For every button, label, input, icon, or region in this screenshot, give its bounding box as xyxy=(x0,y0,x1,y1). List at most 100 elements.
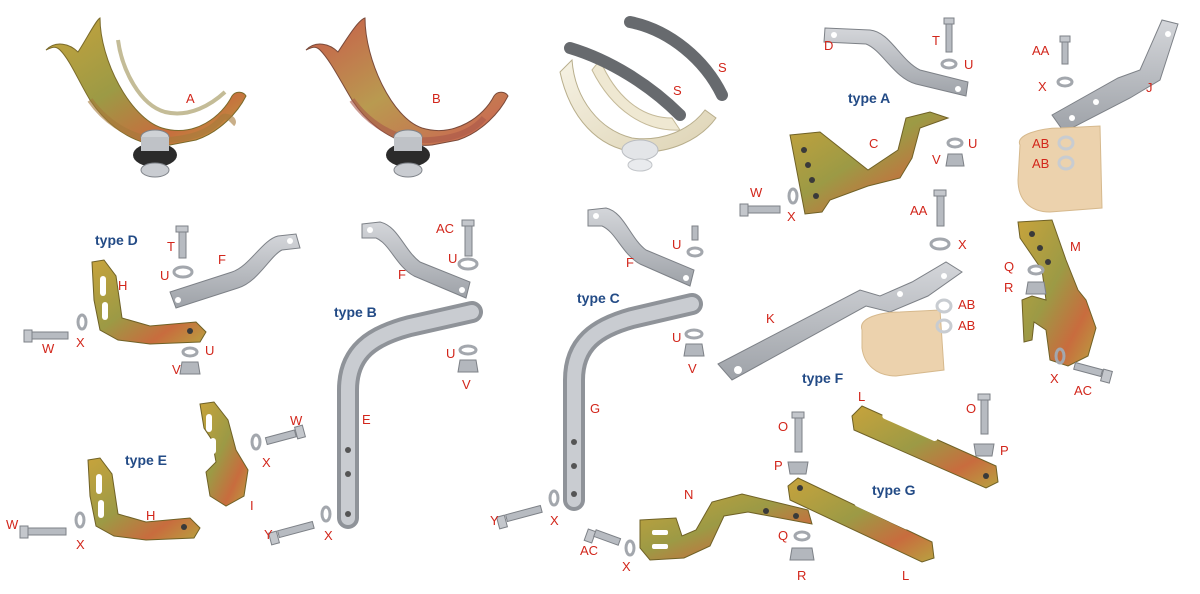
label-x-typec: X xyxy=(550,513,559,528)
label-aa-typef: AA xyxy=(910,203,928,218)
plate-l-top-part xyxy=(851,405,999,489)
label-ac-typeg: AC xyxy=(580,543,599,558)
bolt-t-typed-part xyxy=(172,225,194,279)
label-u-typed: U xyxy=(205,343,215,358)
label-u-typeb-top: U xyxy=(448,251,458,266)
bolt-ac-typeg-part xyxy=(583,528,636,557)
label-h-typee: H xyxy=(146,508,156,523)
type-g-label: type G xyxy=(872,482,916,498)
arm-g-part xyxy=(563,293,705,511)
label-y-typec: Y xyxy=(490,513,499,528)
label-u-typea: U xyxy=(968,136,978,151)
label-d: D xyxy=(824,38,834,53)
bolt-ac-typeb-part xyxy=(457,219,479,271)
label-f-typed: F xyxy=(218,252,226,267)
label-y-typeb: Y xyxy=(264,527,273,542)
label-v-typec: V xyxy=(688,361,697,376)
label-k: K xyxy=(766,311,775,326)
label-ac-right: AC xyxy=(1074,383,1093,398)
bracket-n-part xyxy=(639,493,813,561)
label-w-typea: W xyxy=(750,185,763,200)
label-g: G xyxy=(590,401,601,416)
label-p-right: P xyxy=(1000,443,1009,458)
label-t-top: T xyxy=(932,33,940,48)
label-t-typed: T xyxy=(167,239,175,254)
strap-f-typec-part xyxy=(587,207,704,287)
bracket-i-part xyxy=(199,401,307,507)
type-e-label: type E xyxy=(125,452,168,468)
bracket-m-part xyxy=(1017,219,1113,384)
label-ab-top-1: AB xyxy=(1032,136,1050,151)
label-h-typed: H xyxy=(118,278,128,293)
label-ac-typeb: AC xyxy=(436,221,455,236)
bolt-y-typec-part xyxy=(495,489,560,530)
label-a: A xyxy=(186,91,195,106)
label-o-left: O xyxy=(778,419,789,434)
bolt-w-typea-part xyxy=(739,187,799,217)
label-x-typef: X xyxy=(958,237,967,252)
label-l-bottom: L xyxy=(902,568,910,583)
bolt-o-right-part xyxy=(973,393,995,457)
strap-f-typeb-part xyxy=(361,221,471,299)
cradle-b-part xyxy=(305,17,509,178)
label-r-bottom: R xyxy=(797,568,807,583)
label-x-typeg: X xyxy=(622,559,631,574)
label-f-typeb: F xyxy=(398,267,406,282)
label-x-typee: X xyxy=(76,537,85,552)
label-j: J xyxy=(1146,80,1153,95)
label-b: B xyxy=(432,91,441,106)
type-c-label: type C xyxy=(577,290,620,306)
nut-q-r-bottom-part xyxy=(789,530,815,561)
bolt-o-left-part xyxy=(787,411,809,475)
label-x-top: X xyxy=(1038,79,1047,94)
bracket-c-part xyxy=(789,111,965,215)
label-ab-typef-2: AB xyxy=(958,318,976,333)
label-s-right: S xyxy=(718,60,727,75)
strap-j-part xyxy=(1051,19,1179,133)
label-u-typed-top: U xyxy=(160,268,170,283)
label-u-typea-top: U xyxy=(964,57,974,72)
label-w-typed: W xyxy=(42,341,55,356)
label-x-right: X xyxy=(1050,371,1059,386)
type-b-label: type B xyxy=(334,304,377,320)
arm-e-part xyxy=(337,301,483,529)
label-x-typee-right: X xyxy=(262,455,271,470)
label-p-left: P xyxy=(774,458,783,473)
label-u-typeb: U xyxy=(446,346,456,361)
bolt-aa-typef-part xyxy=(929,189,951,251)
label-aa-top: AA xyxy=(1032,43,1050,58)
type-d-label: type D xyxy=(95,232,138,248)
label-m: M xyxy=(1070,239,1081,254)
label-l-top: L xyxy=(858,389,866,404)
label-q-right: Q xyxy=(1004,259,1015,274)
label-q-bottom: Q xyxy=(778,528,789,543)
label-c: C xyxy=(869,136,879,151)
cradle-a-part xyxy=(45,17,247,178)
clamp-typef-part xyxy=(861,298,953,377)
label-u-typec-top: U xyxy=(672,237,682,252)
strap-d-part xyxy=(823,27,969,97)
label-i: I xyxy=(250,498,254,513)
bolt-y-typeb-part xyxy=(267,505,332,546)
label-f-typec: F xyxy=(626,255,634,270)
label-e: E xyxy=(362,412,371,427)
nut-v-typed-part xyxy=(179,346,201,375)
label-r-right: R xyxy=(1004,280,1014,295)
type-a-label: type A xyxy=(848,90,891,106)
label-o-right: O xyxy=(966,401,977,416)
bolt-t-part xyxy=(940,17,958,70)
label-n: N xyxy=(684,487,694,502)
strap-k-part xyxy=(717,261,963,381)
label-x-typeb: X xyxy=(324,528,333,543)
clamp-top-part xyxy=(1017,125,1103,213)
cradle-with-rubber-sleeves xyxy=(559,16,728,172)
label-v-typeb: V xyxy=(462,377,471,392)
label-w-typee: W xyxy=(6,517,19,532)
label-v-typed: V xyxy=(172,362,181,377)
bolt-w-typee-part xyxy=(19,511,86,539)
label-ab-top-2: AB xyxy=(1032,156,1050,171)
label-ab-typef-1: AB xyxy=(958,297,976,312)
label-v-typea: V xyxy=(932,152,941,167)
